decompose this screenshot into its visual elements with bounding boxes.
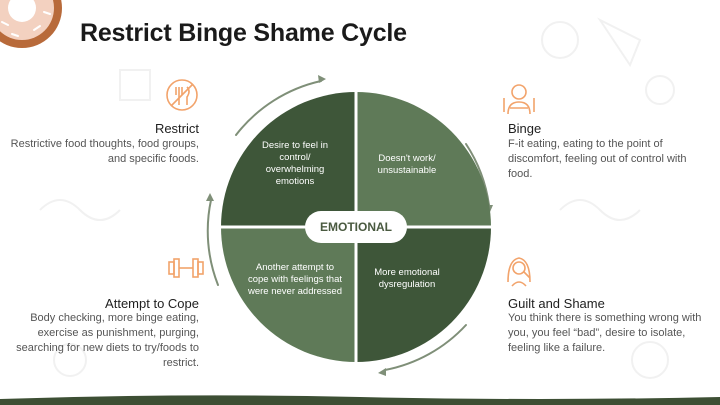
quadrant-bottom-left — [221, 227, 356, 362]
stage-desc-restrict: Restrictive food thoughts, food groups, … — [10, 138, 199, 165]
quadrant-text-bottom-left: Another attempt to cope with feelings th… — [247, 262, 342, 297]
dumbbell-icon — [168, 258, 204, 278]
quadrant-top-left — [221, 92, 356, 227]
quadrant-top-right — [356, 92, 491, 227]
stage-title-binge: Binge — [508, 121, 542, 136]
stage-title-guilt: Guilt and Shame — [508, 296, 605, 311]
ground-strip — [0, 395, 720, 405]
quadrant-text-top-left: Desire to feel in control/ overwhelming … — [261, 140, 328, 187]
sad-person-icon — [507, 257, 531, 287]
arrow-arc-top-left — [235, 80, 322, 136]
no-food-icon — [166, 79, 198, 111]
stage-title-cope: Attempt to Cope — [105, 296, 199, 311]
quadrant-text-top-right: Doesn't work/ unsustainable — [377, 153, 437, 176]
page-title: Restrict Binge Shame Cycle — [80, 19, 407, 47]
stage-title-restrict: Restrict — [154, 121, 199, 136]
arrow-arc-bottom-right — [384, 324, 467, 371]
stage-desc-guilt: You think there is something wrong with … — [508, 312, 702, 354]
eating-person-icon — [503, 84, 535, 115]
arrow-arc-left — [206, 199, 219, 286]
arrow-head-left — [206, 193, 214, 201]
donut-decoration — [0, 0, 62, 48]
quadrant-bottom-right — [356, 227, 491, 362]
arrow-head-bottom — [378, 368, 386, 376]
arrow-head-top — [318, 75, 326, 83]
stage-desc-cope: Body checking, more binge eating, exerci… — [16, 312, 199, 369]
center-label: EMOTIONAL — [305, 211, 407, 243]
stage-desc-binge: F-it eating, eating to the point of disc… — [508, 138, 687, 180]
quadrant-text-bottom-right: More emotional dysregulation — [374, 267, 440, 290]
